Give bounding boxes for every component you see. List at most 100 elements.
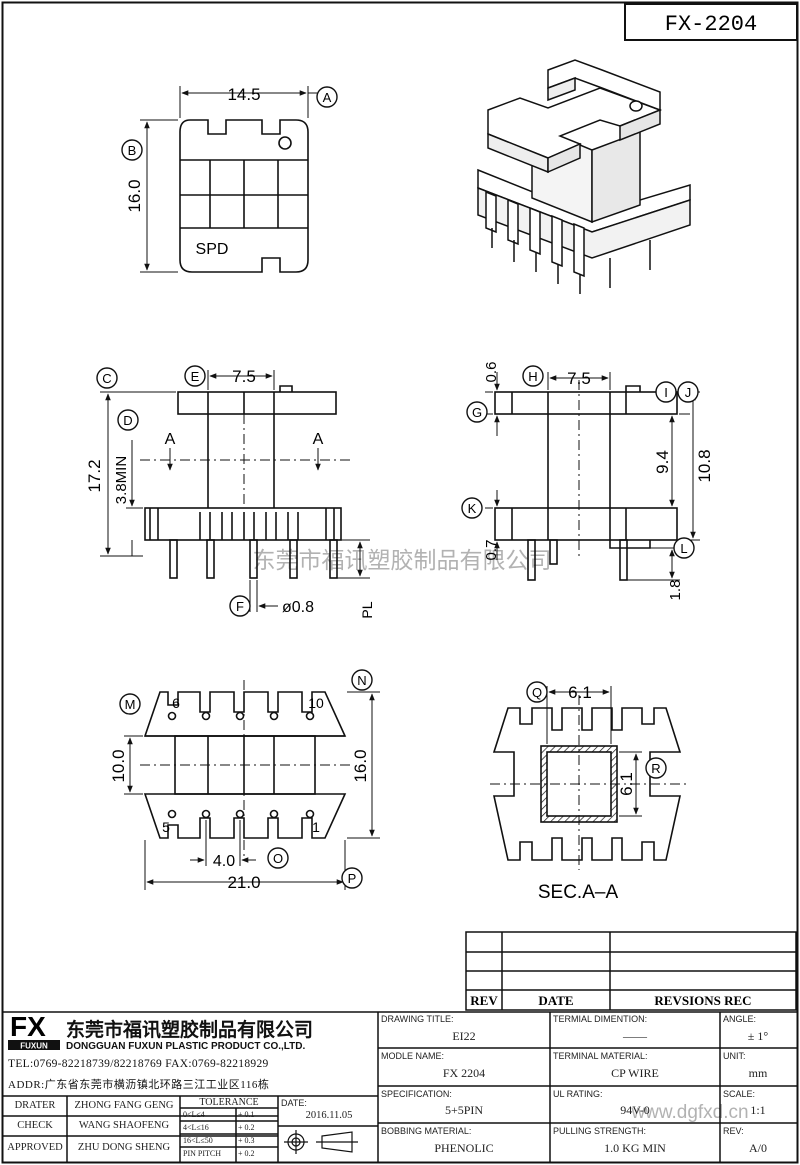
angle-value: ± 1° xyxy=(747,1029,769,1043)
pin-10-label: 10 xyxy=(308,695,324,711)
watermark-company-name: 东莞市福讯塑胶制品有限公司 xyxy=(253,547,552,573)
dim-side-core-width: 7.5 xyxy=(567,369,591,388)
dim-pin-diameter: ø0.8 xyxy=(282,599,314,616)
balloon-c: C xyxy=(102,371,111,386)
front-view xyxy=(100,370,370,612)
balloon-k: K xyxy=(468,501,477,516)
unit-value: mm xyxy=(748,1066,768,1080)
modle-name-value: FX 2204 xyxy=(442,1066,486,1080)
dim-pin-pitch: 4.0 xyxy=(213,853,235,870)
tolerance-title: TOLERANCE xyxy=(199,1097,259,1108)
top-view xyxy=(140,86,318,273)
dim-outer-height: 10.8 xyxy=(695,449,714,482)
pin-1-label: 1 xyxy=(312,819,320,835)
balloon-g: G xyxy=(472,405,482,420)
watermark-url: www.dgfxd.cn xyxy=(630,1102,748,1123)
role-check: CHECK xyxy=(17,1120,53,1131)
dim-overall-width: 21.0 xyxy=(227,873,260,892)
balloon-m: M xyxy=(125,697,136,712)
terminal-material-label: TERMINAL MATERIAL: xyxy=(553,1051,648,1061)
dim-height-top: 16.0 xyxy=(125,179,144,212)
drawing-title-label: DRAWING TITLE: xyxy=(381,1014,454,1024)
bobbing-material-label: BOBBING MATERIAL: xyxy=(381,1126,472,1136)
balloon-o: O xyxy=(273,851,283,866)
ul-rating-label: UL RATING: xyxy=(553,1089,603,1099)
section-mark-right: A xyxy=(313,431,324,448)
dim-min-height: 3.8MIN xyxy=(113,456,130,504)
bottom-view xyxy=(124,680,380,890)
dim-core-section-width: 6.1 xyxy=(568,683,592,702)
rev-header: REV xyxy=(470,993,498,1008)
dim-core-width: 7.5 xyxy=(232,367,256,386)
balloon-q: Q xyxy=(532,685,542,700)
angle-label: ANGLE: xyxy=(723,1014,757,1024)
svg-text:FX: FX xyxy=(10,1011,46,1042)
dim-pin-standoff: 1.8 xyxy=(667,580,684,601)
rev-value: A/0 xyxy=(749,1141,767,1155)
name-check: WANG SHAOFENG xyxy=(78,1120,170,1131)
tolerance-range-3: 16<L≤50 xyxy=(183,1136,213,1145)
tolerance-value-2: + 0.2 xyxy=(238,1123,255,1132)
tolerance-range-1: 0<L≤4 xyxy=(183,1110,205,1119)
balloon-h: H xyxy=(528,369,537,384)
company-address: ADDR:广东省东莞市横沥镇北环路三江工业区116栋 xyxy=(8,1079,270,1091)
section-label: SEC.A–A xyxy=(538,882,619,903)
terminal-dimention-label: TERMIAL DIMENTION: xyxy=(553,1014,648,1024)
dim-core-section-height: 6.1 xyxy=(617,772,636,796)
terminal-dimention-value: —— xyxy=(623,1029,647,1043)
balloon-j: J xyxy=(685,385,692,400)
isometric-view xyxy=(477,59,691,294)
pin-5-label: 5 xyxy=(162,819,170,835)
dim-pin-length: PL xyxy=(359,601,375,618)
specification-label: SPECIFICATION: xyxy=(381,1089,452,1099)
scale-value: 1:1 xyxy=(750,1103,766,1117)
dim-bottom-height: 16.0 xyxy=(351,749,370,782)
dim-base-step: 0.7 xyxy=(483,540,500,561)
pulling-strength-value: 1.0 KG MIN xyxy=(604,1141,666,1155)
section-mark-left: A xyxy=(165,431,176,448)
date-header: DATE xyxy=(538,993,573,1008)
company-tel: TEL:0769-82218739/82218769 FAX:0769-8221… xyxy=(8,1058,269,1070)
balloon-b: B xyxy=(128,143,137,158)
balloon-d: D xyxy=(123,413,132,428)
balloon-p: P xyxy=(348,871,357,886)
revisions-header: REVSIONS REC xyxy=(654,993,751,1008)
company-name-cn: 东莞市福讯塑胶制品有限公司 xyxy=(66,1020,314,1041)
svg-text:FUXUN: FUXUN xyxy=(20,1042,48,1051)
balloon-f: F xyxy=(236,599,244,614)
drawing-title-value: EI22 xyxy=(452,1029,476,1043)
company-name-en: DONGGUAN FUXUN PLASTIC PRODUCT CO.,LTD. xyxy=(66,1041,306,1052)
balloon-l: L xyxy=(680,541,687,556)
dim-inner-height: 9.4 xyxy=(653,450,672,474)
part-number-box: FX-2204 xyxy=(624,3,798,41)
unit-label: UNIT: xyxy=(723,1051,746,1061)
bobbing-material-value: PHENOLIC xyxy=(434,1141,494,1155)
section-view xyxy=(490,686,690,870)
part-number: FX-2204 xyxy=(665,12,757,37)
ul-rating-value: 94V-0 xyxy=(620,1103,650,1117)
dim-flange-step: 0.6 xyxy=(483,362,500,383)
tolerance-value-1: + 0.1 xyxy=(238,1110,255,1119)
balloon-r: R xyxy=(651,761,660,776)
tolerance-range-4: PIN PITCH xyxy=(183,1149,222,1158)
dim-width-top: 14.5 xyxy=(227,85,260,104)
date-label: DATE: xyxy=(281,1098,307,1108)
balloon-i: I xyxy=(664,385,668,400)
name-drater: ZHONG FANG GENG xyxy=(74,1100,174,1111)
revision-table xyxy=(465,931,797,1011)
role-drater: DRATER xyxy=(14,1100,56,1111)
balloon-n: N xyxy=(357,673,366,688)
balloon-e: E xyxy=(191,369,200,384)
scale-label: SCALE: xyxy=(723,1089,756,1099)
company-logo: FX FUXUN xyxy=(8,1011,60,1051)
tolerance-value-4: + 0.2 xyxy=(238,1149,255,1158)
dim-inner-width: 10.0 xyxy=(109,749,128,782)
title-block-grid xyxy=(2,1011,797,1162)
tolerance-range-2: 4<L≤16 xyxy=(183,1123,209,1132)
dim-overall-height: 17.2 xyxy=(85,459,104,492)
role-approved: APPROVED xyxy=(7,1142,63,1153)
specification-value: 5+5PIN xyxy=(444,1103,484,1117)
balloon-a: A xyxy=(323,90,332,105)
spd-label: SPD xyxy=(196,241,229,258)
